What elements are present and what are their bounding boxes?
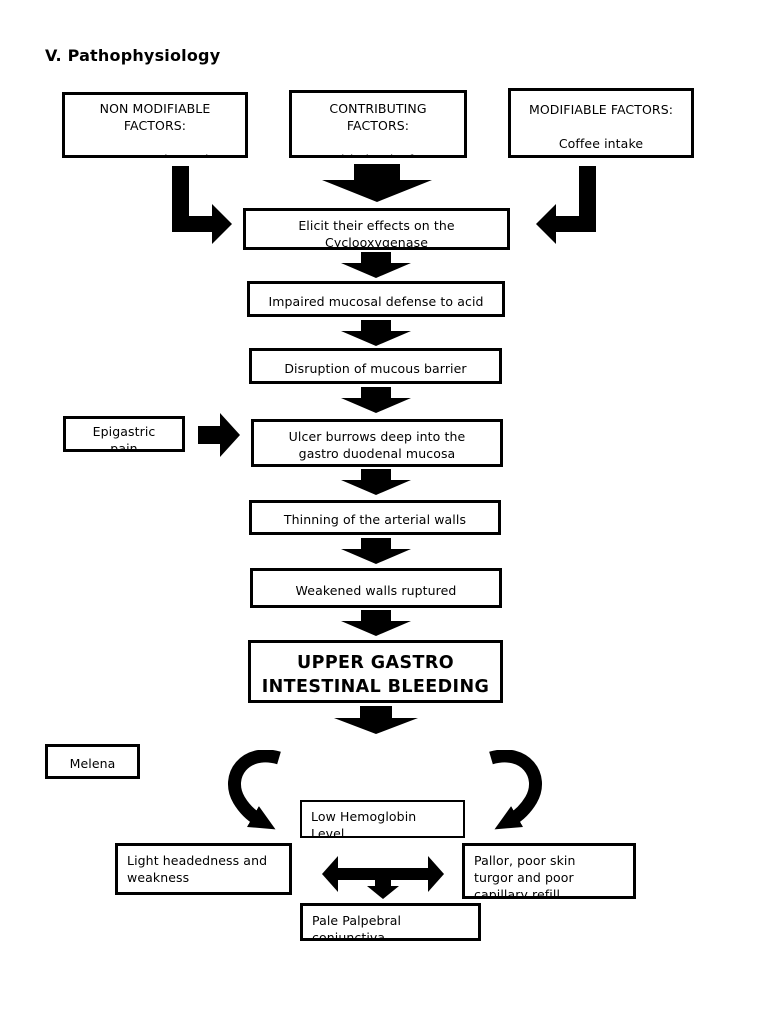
box-ulcer: Ulcer burrows deep into the gastro duode… bbox=[251, 419, 503, 467]
down-arrow-6 bbox=[341, 610, 411, 636]
down-arrow-4 bbox=[341, 469, 411, 495]
down-arrow-3 bbox=[341, 387, 411, 413]
curved-down-right-arrow-icon bbox=[228, 750, 281, 830]
box-low-hemoglobin: Low Hemoglobin Level bbox=[300, 800, 465, 838]
box-contributing: CONTRIBUTING FACTORS: Aspirin intake for… bbox=[289, 90, 467, 158]
right-arrow-epigastric bbox=[198, 413, 240, 457]
down-arrow-icon bbox=[341, 538, 411, 564]
box-melena: Melena bbox=[45, 744, 140, 779]
down-arrow-7 bbox=[334, 706, 418, 734]
box-upper-gi-bleeding: UPPER GASTRO INTESTINAL BLEEDING bbox=[248, 640, 503, 703]
box-epigastric: Epigastric pain bbox=[63, 416, 185, 452]
box-pallor: Pallor, poor skin turgor and poor capill… bbox=[462, 843, 636, 899]
down-arrow-icon bbox=[334, 706, 418, 734]
page-title: V. Pathophysiology bbox=[45, 46, 221, 65]
down-arrow-1 bbox=[341, 252, 411, 278]
elbow-down-right-arrow-icon bbox=[172, 166, 232, 244]
box-disruption: Disruption of mucous barrier bbox=[249, 348, 502, 384]
box-thinning: Thinning of the arterial walls bbox=[249, 500, 501, 535]
curved-arrow-left bbox=[225, 750, 297, 840]
double-arrow-with-stem bbox=[322, 853, 444, 899]
box-pale-palpebral: Pale Palpebral conjunctiva bbox=[300, 903, 481, 941]
box-impaired: Impaired mucosal defense to acid bbox=[247, 281, 505, 317]
curved-down-left-arrow-icon bbox=[489, 750, 542, 830]
box-modifiable: MODIFIABLE FACTORS: Coffee intake bbox=[508, 88, 694, 158]
elbow-arrow-left bbox=[172, 166, 232, 244]
elbow-arrow-right bbox=[536, 166, 596, 244]
down-arrow-icon bbox=[322, 164, 432, 202]
down-arrow-icon bbox=[341, 387, 411, 413]
box-lightheadedness: Light headedness and weakness bbox=[115, 843, 292, 895]
down-arrow-icon bbox=[341, 610, 411, 636]
box-non-modifiable: NON MODIFIABLE FACTORS: Age, Gender and bbox=[62, 92, 248, 158]
left-right-down-arrow-icon bbox=[322, 856, 444, 899]
curved-arrow-right bbox=[473, 750, 545, 840]
right-arrow-icon bbox=[198, 413, 240, 457]
box-elicit: Elicit their effects on the Cyclooxygena… bbox=[243, 208, 510, 250]
down-arrow-icon bbox=[341, 252, 411, 278]
elbow-down-left-arrow-icon bbox=[536, 166, 596, 244]
box-weakened: Weakened walls ruptured bbox=[250, 568, 502, 608]
big-down-arrow bbox=[322, 164, 432, 202]
down-arrow-icon bbox=[341, 469, 411, 495]
down-arrow-2 bbox=[341, 320, 411, 346]
down-arrow-5 bbox=[341, 538, 411, 564]
down-arrow-icon bbox=[341, 320, 411, 346]
